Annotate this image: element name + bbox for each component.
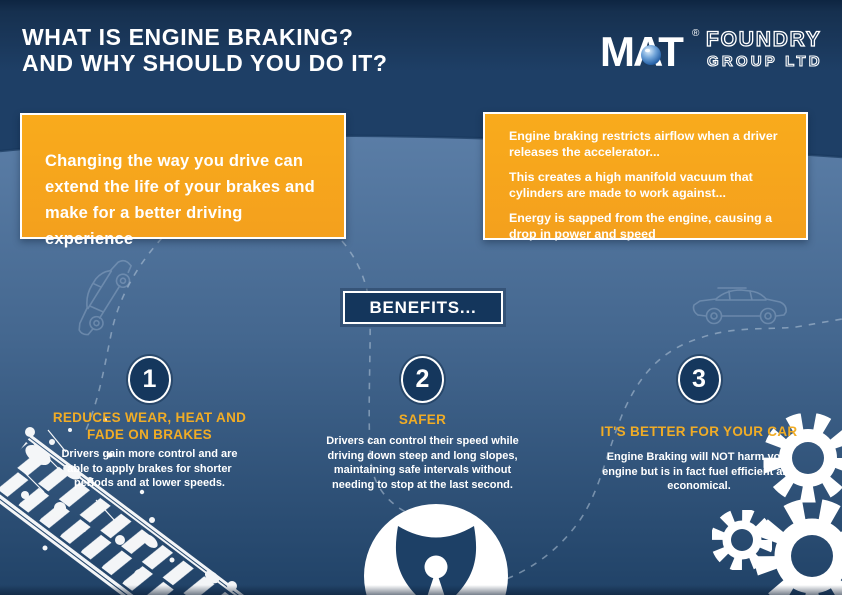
explanation-paragraph: This creates a high manifold vacuum that… <box>509 170 753 200</box>
logo-registered-mark: ® <box>692 28 700 39</box>
benefit-body-text: Engine Braking will NOT harm your engine… <box>602 451 796 492</box>
explanation-paragraph: Energy is sapped from the engine, causin… <box>509 211 773 241</box>
car-outline-downhill-icon <box>78 259 132 336</box>
shield-lock-icon <box>364 504 508 595</box>
benefit-heading: IT'S BETTER FOR YOUR CAR <box>600 424 798 439</box>
benefit-body-text: Drivers gain more control and are able t… <box>61 448 238 489</box>
page-title-line1: WHAT IS ENGINE BRAKING? <box>22 24 354 50</box>
tire-tread-icon <box>0 418 272 595</box>
gear-icon <box>710 508 774 572</box>
benefit-number-badge: 2 <box>401 356 444 403</box>
splatter-dots <box>21 418 237 591</box>
gear-icon <box>762 412 842 504</box>
benefit-item-2: 2 SAFER Drivers can control their speed … <box>320 356 525 492</box>
benefit-heading: REDUCES WEAR, HEAT AND FADE ON BRAKES <box>52 410 247 442</box>
benefit-item-3: 3 IT'S BETTER FOR YOUR CAR Engine Brakin… <box>590 356 808 494</box>
logo-foundry-text: FOUNDRY <box>706 28 822 51</box>
benefits-banner: BENEFITS... <box>343 291 503 324</box>
logo-group-ltd-text: GROUP LTD <box>707 53 823 70</box>
water-drop-icon <box>641 45 661 65</box>
explanation-paragraph: Engine braking restricts airflow when a … <box>509 129 778 159</box>
benefit-body-text: Drivers can control their speed while dr… <box>326 435 519 491</box>
suv-outline-icon <box>692 287 787 325</box>
intro-panel: Changing the way you drive can extend th… <box>20 113 346 248</box>
water-drop-highlight <box>644 48 651 53</box>
explanation-panel: Engine braking restricts airflow when a … <box>483 112 808 241</box>
benefit-number: 3 <box>692 365 706 393</box>
benefit-number-badge: 3 <box>677 356 721 403</box>
company-logo-graphic: MAT ® FOUNDRY GROUP LTD <box>600 27 823 75</box>
benefit-number: 2 <box>415 365 430 393</box>
dashed-route-path <box>85 237 842 594</box>
benefits-banner-label: BENEFITS... <box>369 297 477 317</box>
intro-panel-text: Changing the way you drive can extend th… <box>45 152 315 248</box>
page-title-line2: AND WHY SHOULD YOU DO IT? <box>22 49 388 76</box>
benefit-item-1: 1 REDUCES WEAR, HEAT AND FADE ON BRAKES … <box>52 356 247 491</box>
benefit-number: 1 <box>142 365 157 393</box>
company-logo: MAT ® FOUNDRY GROUP LTD <box>588 18 836 80</box>
page-title: WHAT IS ENGINE BRAKING? AND WHY SHOULD Y… <box>22 24 388 76</box>
gear-icon <box>754 498 842 595</box>
benefit-number-badge: 1 <box>128 356 171 403</box>
benefit-heading: SAFER <box>398 412 447 427</box>
